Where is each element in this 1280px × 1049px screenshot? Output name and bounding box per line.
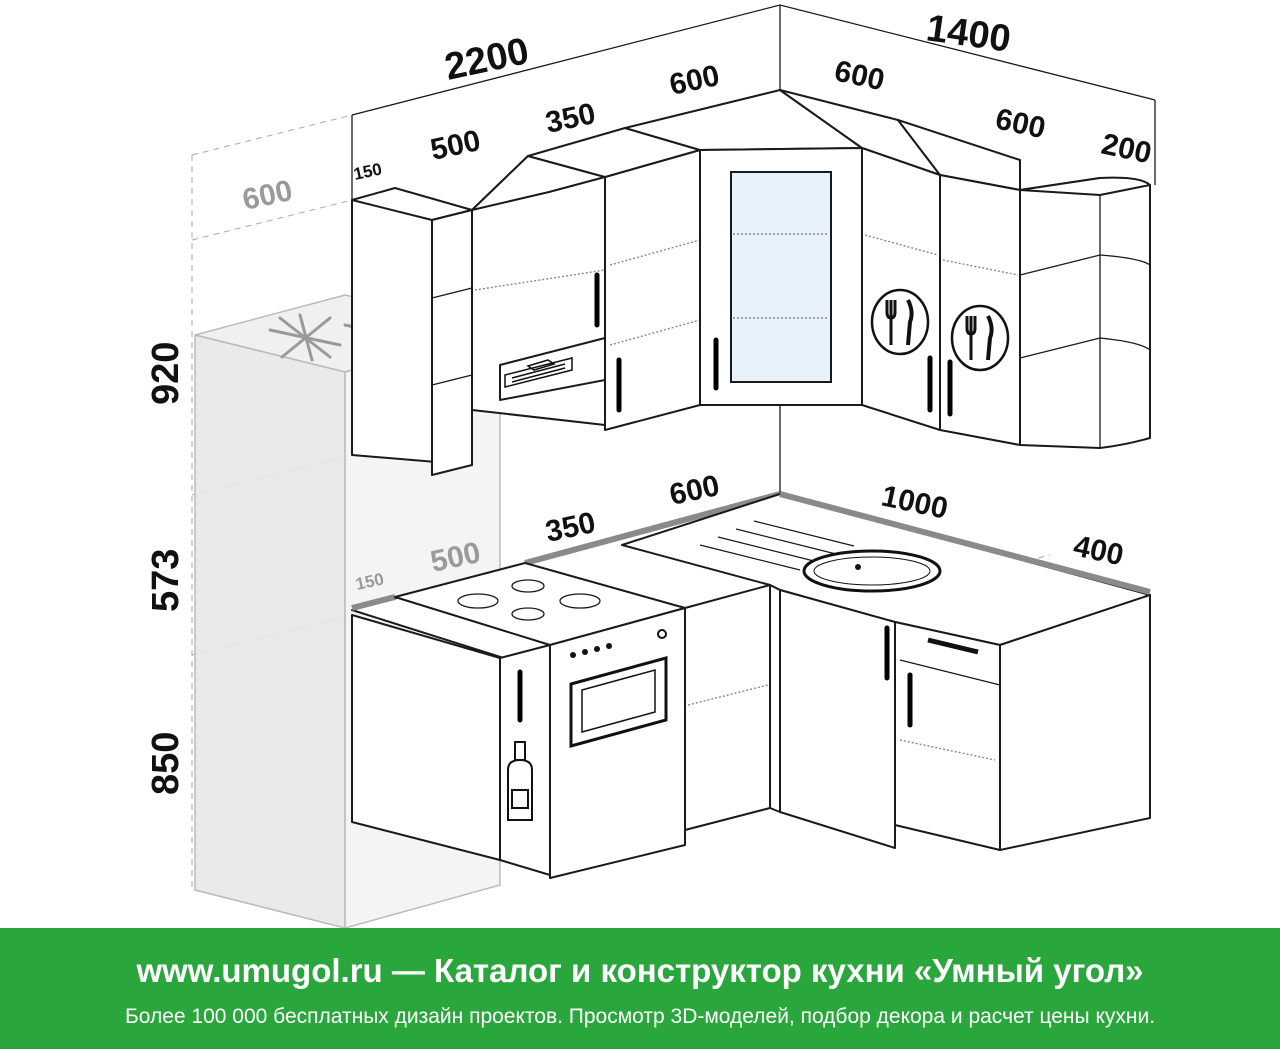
dim-upper-150: 150 — [352, 159, 384, 183]
upper-cabinet-right-2 — [897, 119, 1021, 446]
base-cabinet-right — [894, 594, 1151, 851]
upper-corner-glass-cabinet — [624, 89, 863, 406]
dim-upper-500: 500 — [428, 124, 484, 167]
dim-upper-600-right-1: 600 — [832, 55, 888, 98]
dim-fridge-depth: 600 — [240, 174, 296, 217]
base-cabinet-350 — [684, 584, 771, 831]
upper-open-shelf-left — [351, 187, 473, 476]
base-cabinet-left — [351, 614, 551, 876]
dim-base-1000: 1000 — [879, 480, 951, 526]
kitchen-svg: 2200 1400 600 920 573 850 150 500 350 60… — [145, 4, 1156, 929]
bottle-icon — [507, 741, 533, 821]
dim-overall-left: 2200 — [441, 30, 532, 89]
cutlery-icon — [870, 288, 930, 356]
stove — [549, 607, 686, 879]
range-hood-icon — [504, 357, 573, 388]
dim-upper-600-right-2: 600 — [993, 103, 1049, 146]
upper-cabinet-hood — [471, 155, 606, 426]
dim-base-400: 400 — [1071, 530, 1127, 573]
dim-height-backsplash: 573 — [145, 549, 187, 612]
dim-height-upper: 920 — [145, 342, 187, 405]
footer-banner: www.umugol.ru — Каталог и конструктор ку… — [0, 928, 1280, 1049]
dim-upper-600-left: 600 — [667, 59, 723, 102]
sink — [699, 520, 942, 593]
base-corner-cabinet — [769, 584, 896, 849]
dim-base-600: 600 — [667, 469, 723, 512]
upper-end-shelf — [1019, 176, 1151, 449]
dim-upper-350: 350 — [543, 97, 599, 140]
footer-title[interactable]: www.umugol.ru — Каталог и конструктор ку… — [136, 952, 1144, 989]
cutlery-icon — [950, 304, 1010, 372]
upper-cabinet-right-1 — [779, 89, 941, 431]
dim-overall-right: 1400 — [924, 7, 1014, 60]
dim-upper-200: 200 — [1099, 128, 1155, 171]
footer-subtitle: Более 100 000 бесплатных дизайн проектов… — [124, 1005, 1156, 1028]
kitchen-drawing: 2200 1400 600 920 573 850 150 500 350 60… — [145, 4, 1156, 929]
dim-height-base: 850 — [145, 732, 187, 795]
